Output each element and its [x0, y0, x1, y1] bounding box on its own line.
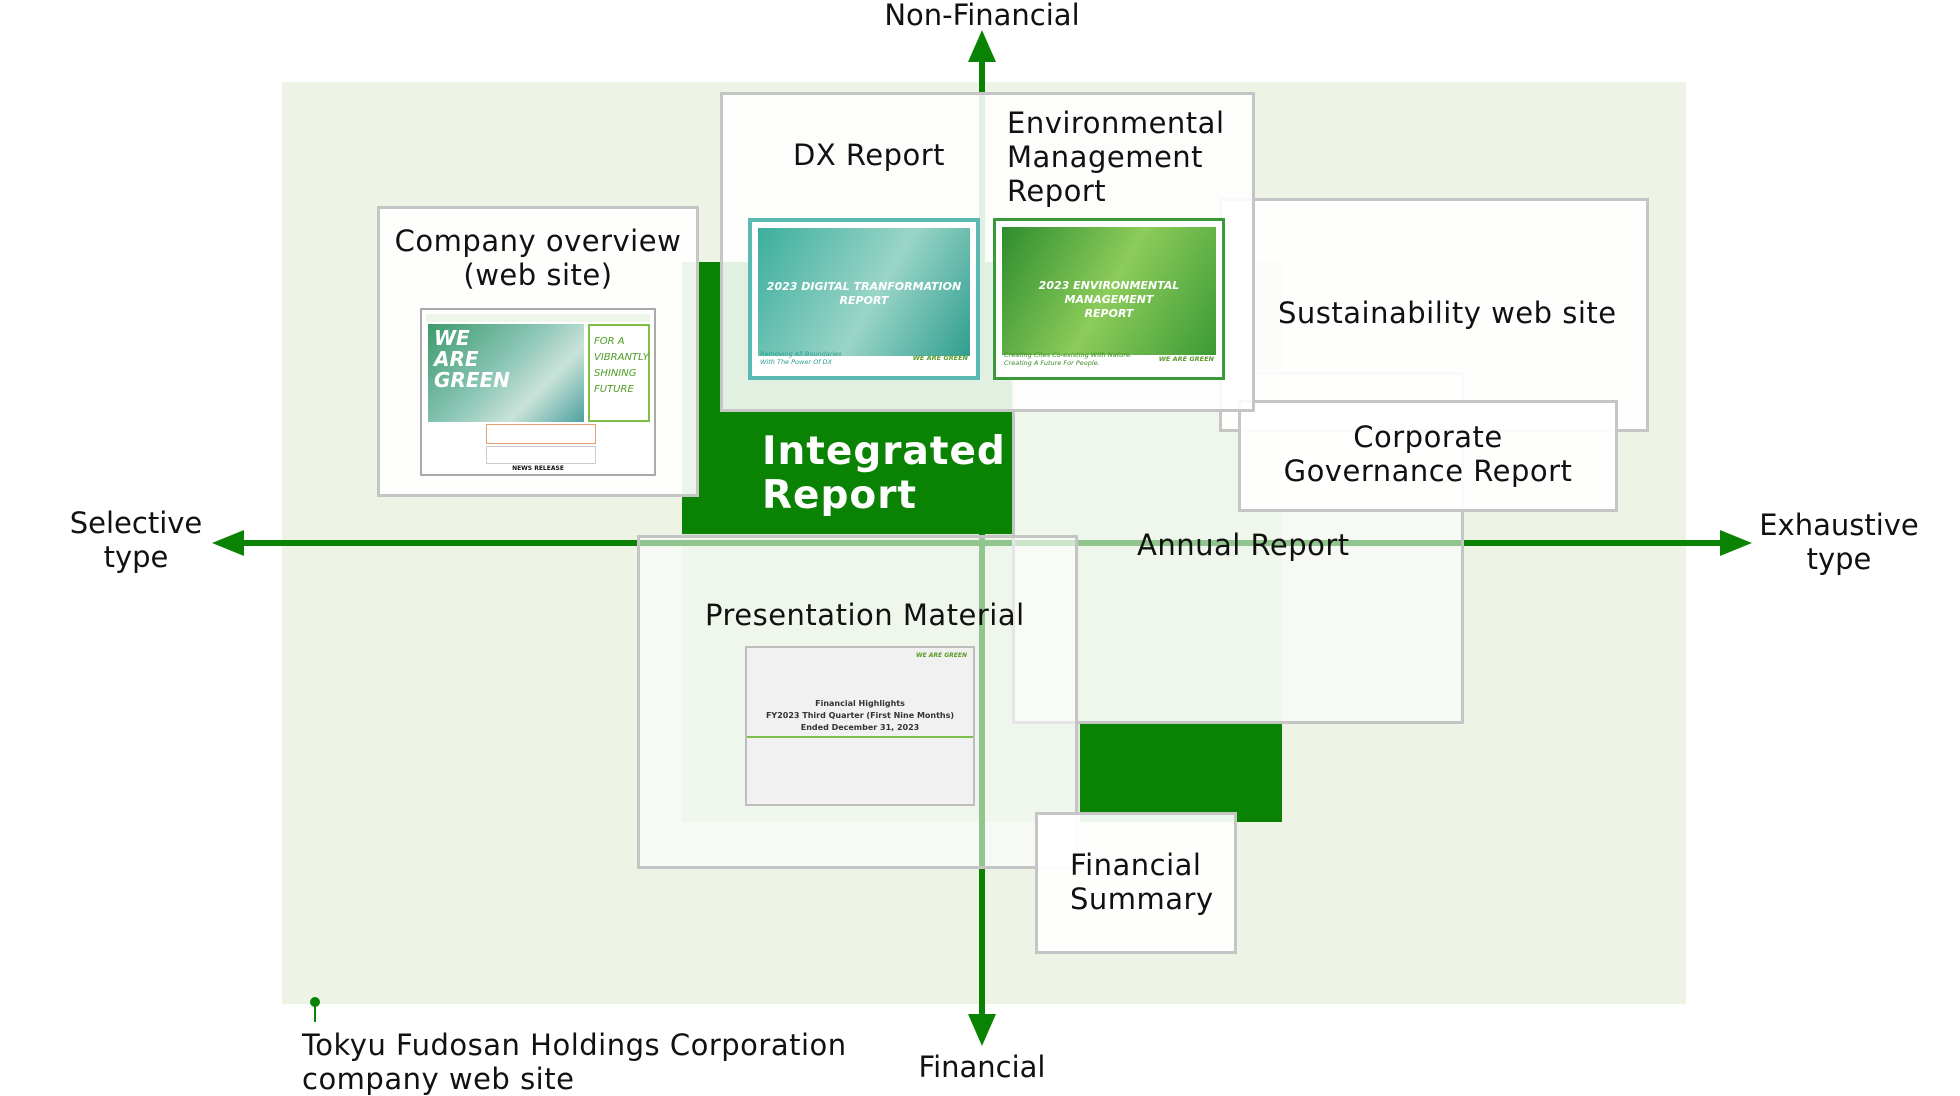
axis-label-right: Exhaustive type	[1759, 508, 1919, 576]
annual-report-label: Annual Report	[1137, 528, 1350, 562]
axis-label-bottom: Financial	[918, 1050, 1046, 1084]
dx-report-cover-subtitle: Removing All Boundaries With The Power O…	[760, 350, 842, 366]
dx-report-cover-image	[758, 228, 970, 356]
sustainability-label: Sustainability web site	[1278, 296, 1617, 330]
website-hero-text: WE ARE GREEN	[434, 326, 510, 392]
arrow-down-icon	[968, 1014, 996, 1046]
presentation-material-label: Presentation Material	[705, 598, 1025, 632]
environmental-report-cover-image	[1002, 227, 1216, 355]
environmental-report-label: Environmental Management Report	[1007, 106, 1225, 208]
website-tagline: FOR A VIBRANTLY SHINING FUTURE	[588, 324, 650, 422]
axis-label-top: Non-Financial	[884, 0, 1080, 32]
sustainability-box[interactable]	[1219, 198, 1649, 432]
website-news-panel-2	[486, 446, 596, 464]
company-overview-thumbnail[interactable]: WE ARE GREEN FOR A VIBRANTLY SHINING FUT…	[420, 308, 656, 476]
website-hero-image	[428, 324, 584, 422]
presentation-thumbnail[interactable]: WE ARE GREEN Financial Highlights FY2023…	[745, 646, 975, 806]
arrow-right-icon	[1720, 530, 1752, 556]
environmental-report-cover-brand: WE ARE GREEN	[1158, 355, 1214, 363]
integrated-report-block-bottom	[1080, 724, 1282, 822]
presentation-title-lines: Financial Highlights FY2023 Third Quarte…	[765, 699, 955, 732]
arrow-up-icon	[968, 30, 996, 62]
financial-summary-box[interactable]	[1035, 812, 1237, 954]
corporate-governance-label: Corporate Governance Report	[1283, 420, 1573, 488]
website-news-panel	[486, 424, 596, 444]
arrow-left-icon	[212, 530, 244, 556]
dx-report-cover-brand: WE ARE GREEN	[912, 354, 968, 362]
website-footer-label: NEWS RELEASE	[512, 465, 564, 472]
environmental-report-thumbnail[interactable]: 2023 ENVIRONMENTAL MANAGEMENT REPORT Cre…	[993, 218, 1225, 380]
financial-summary-label: Financial Summary	[1070, 848, 1214, 916]
footnote-pin-icon	[310, 997, 320, 1007]
presentation-rule	[747, 736, 973, 738]
dx-report-cover-title: 2023 DIGITAL TRANFORMATION REPORT	[766, 280, 962, 307]
presentation-brand: WE ARE GREEN	[915, 652, 967, 659]
axis-label-left: Selective type	[69, 506, 203, 574]
footnote-label: Tokyu Fudosan Holdings Corporation compa…	[302, 1028, 847, 1096]
company-overview-label: Company overview (web site)	[394, 224, 682, 292]
dx-report-thumbnail[interactable]: 2023 DIGITAL TRANFORMATION REPORT Removi…	[748, 218, 980, 380]
environmental-report-cover-subtitle: Creating Cites Co-existing With Nature. …	[1004, 351, 1132, 367]
website-header-bar	[426, 314, 650, 322]
corporate-governance-box[interactable]	[1238, 400, 1618, 512]
dx-report-label: DX Report	[793, 138, 946, 172]
integrated-report-label: Integrated Report	[762, 429, 1006, 518]
environmental-report-cover-title: 2023 ENVIRONMENTAL MANAGEMENT REPORT	[1038, 279, 1180, 320]
